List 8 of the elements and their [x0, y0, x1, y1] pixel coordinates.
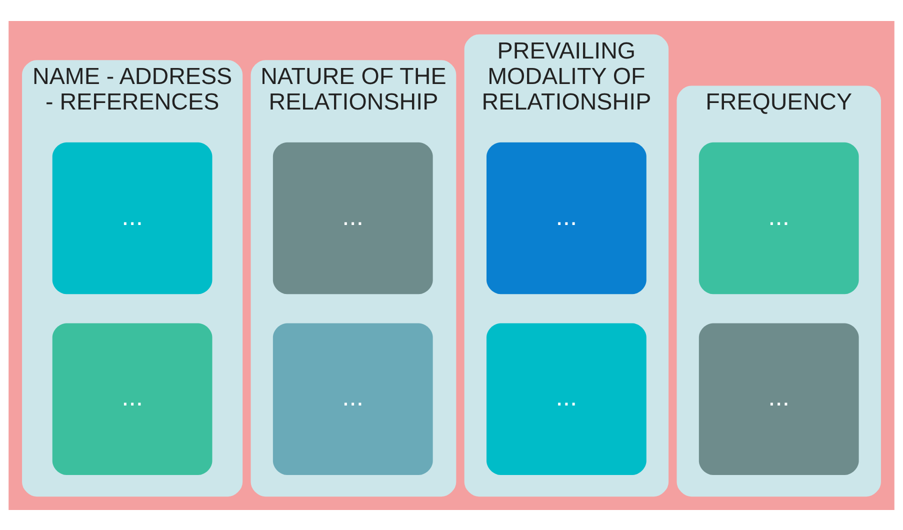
node-box: ...	[698, 142, 859, 294]
node-box: ...	[272, 142, 433, 294]
node-box: ...	[486, 322, 646, 474]
node-box: ...	[698, 322, 859, 474]
node-box: ...	[272, 322, 433, 474]
node-box: ...	[486, 142, 646, 294]
node-box: ...	[52, 322, 212, 474]
node-box: ...	[52, 142, 212, 294]
